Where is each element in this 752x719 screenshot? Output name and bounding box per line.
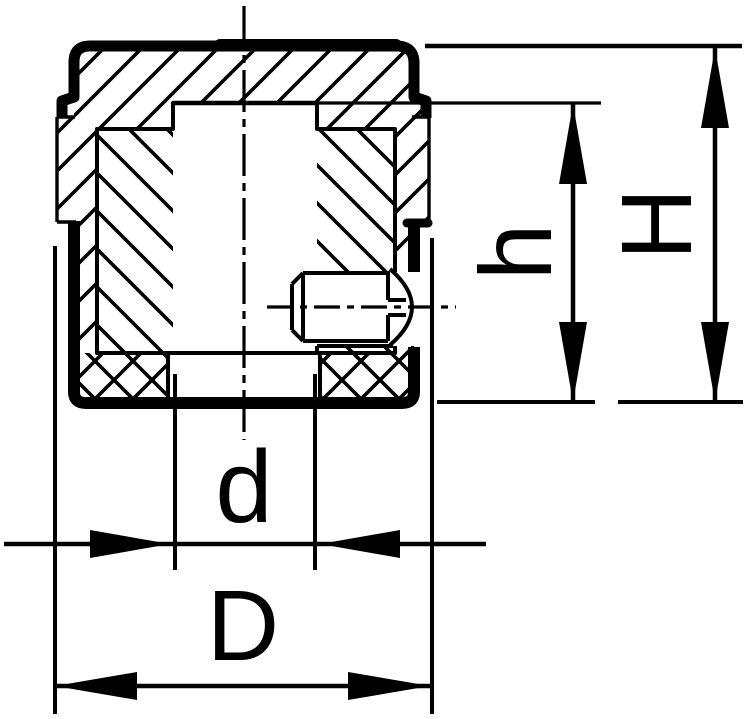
bushing-right-wall: [317, 129, 395, 272]
dimension-h: h: [173, 100, 601, 404]
dim-label-H: H: [601, 188, 713, 260]
dimension-D: D: [53, 238, 434, 714]
h-arrowhead-top: [559, 104, 587, 184]
dim-label-h: h: [459, 224, 573, 281]
bushing-left-wall: [97, 129, 173, 353]
screw-hole-bottom-edge: [315, 344, 397, 353]
lip-right-crosshatch: [320, 353, 412, 400]
bushing-right-sliver: [317, 346, 395, 353]
dimension-H: H: [425, 43, 743, 404]
D-arrowhead-right: [348, 672, 430, 700]
D-extension-lines: [53, 238, 434, 714]
H-arrowhead-bottom: [701, 322, 729, 402]
h-arrowhead-bottom: [559, 322, 587, 402]
d-arrowhead-right: [320, 530, 400, 558]
d-extension-lines: [173, 374, 317, 570]
dim-label-d: d: [215, 429, 272, 544]
dimension-d: d: [4, 374, 486, 570]
d-arrowhead-left: [90, 530, 170, 558]
lip-left-crosshatch: [78, 353, 168, 400]
set-screw-body: [303, 271, 390, 343]
dim-label-D: D: [207, 570, 279, 682]
set-screw-slot: [388, 298, 406, 317]
centerlines: [242, 6, 456, 440]
H-arrowhead-top: [701, 48, 729, 128]
bushing-insert-section: [97, 129, 395, 353]
bottom-lip-ring: [78, 353, 412, 400]
D-arrowhead-left: [55, 672, 137, 700]
